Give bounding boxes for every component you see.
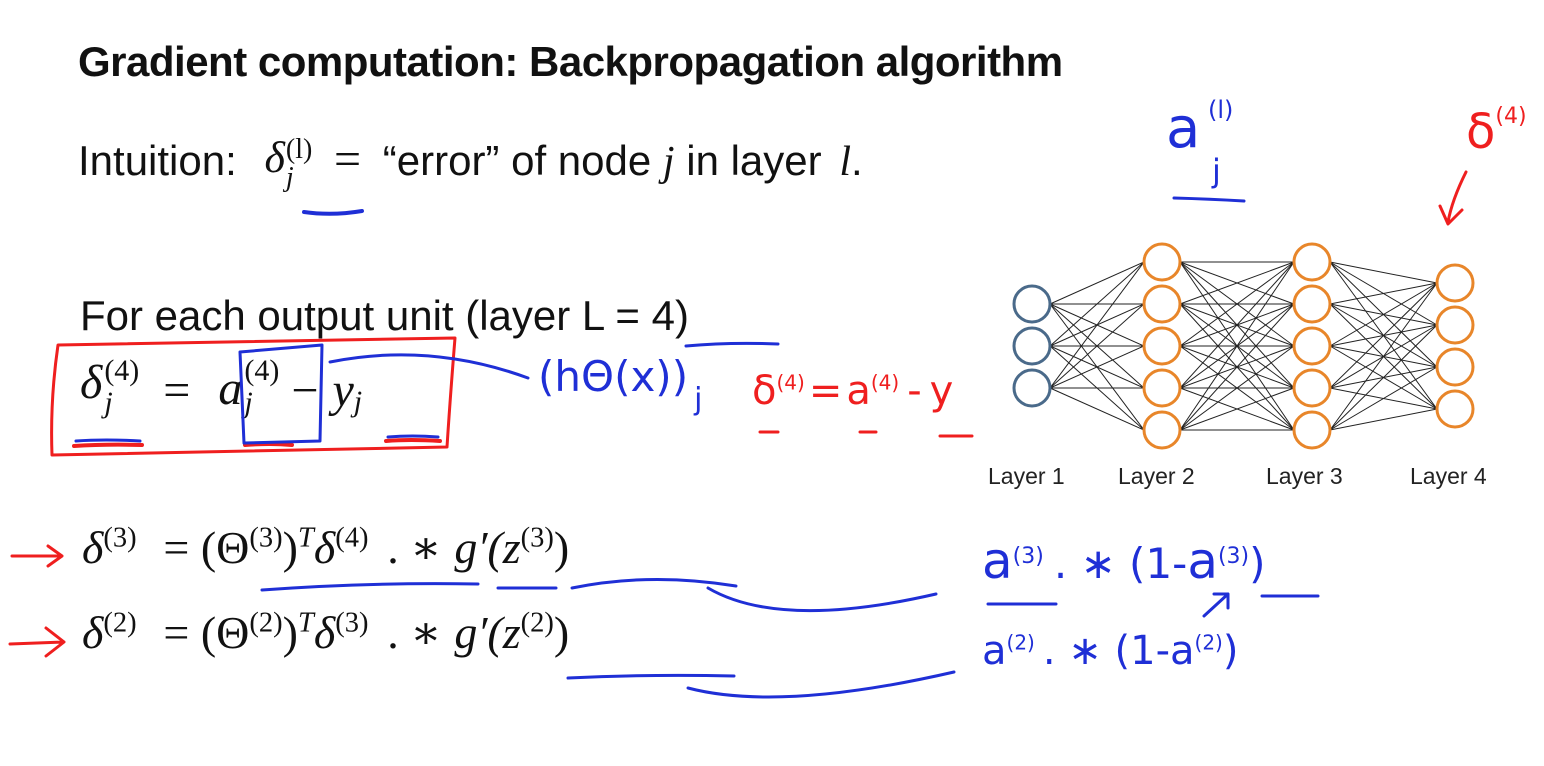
node-layer3-2 bbox=[1292, 284, 1332, 324]
node-layer1-1 bbox=[1012, 284, 1052, 324]
ink-underline-theta3 bbox=[260, 582, 480, 592]
layer-label-3: Layer 3 bbox=[1266, 463, 1343, 489]
node-layer3-4 bbox=[1292, 368, 1332, 408]
ink-curve-g2 bbox=[686, 670, 956, 699]
node-layer4-3 bbox=[1435, 347, 1475, 387]
ink-blue-box-a bbox=[238, 343, 324, 445]
edge-l2-4-3 bbox=[1179, 387, 1295, 431]
node-layer3-1 bbox=[1292, 242, 1332, 282]
edge-l3-4-1 bbox=[1329, 324, 1438, 431]
ink-underline-intuition bbox=[302, 209, 364, 216]
node-layer2-2 bbox=[1142, 284, 1182, 324]
ink-red-underline-1 bbox=[72, 442, 144, 448]
ink-red-box bbox=[50, 336, 457, 457]
node-layer4-2 bbox=[1435, 305, 1475, 345]
edge-l1-1-0 bbox=[1049, 261, 1145, 347]
ink-underline-g3 bbox=[570, 577, 738, 590]
edge-l3-0-0 bbox=[1329, 261, 1438, 284]
network-edges bbox=[1049, 261, 1438, 431]
ink-red-arrow-delta2 bbox=[8, 626, 66, 658]
edge-l2-1-0 bbox=[1179, 261, 1295, 305]
node-layer3-3 bbox=[1292, 326, 1332, 366]
network-nodes bbox=[1012, 242, 1475, 450]
ink-red-arrow bbox=[1438, 170, 1468, 226]
ink-h-theta: (hΘ(x))j bbox=[538, 352, 703, 417]
node-layer2-3 bbox=[1142, 326, 1182, 366]
intuition-line: Intuition: δ (l) j = “error” of node j i… bbox=[78, 132, 863, 193]
intuition-prefix: Intuition: bbox=[78, 137, 237, 184]
layer-label-2: Layer 2 bbox=[1118, 463, 1195, 489]
ink-underline-g2 bbox=[566, 673, 736, 680]
ink-red-underline-3 bbox=[384, 438, 442, 443]
edge-l1-0-0 bbox=[1049, 261, 1145, 305]
ink-up-arrow bbox=[1202, 592, 1230, 618]
ink-blue-underline-2 bbox=[386, 434, 440, 439]
edge-l1-2-2 bbox=[1049, 345, 1145, 389]
edge-l2-4-1 bbox=[1179, 303, 1295, 431]
edge-l1-2-0 bbox=[1049, 261, 1145, 389]
ink-deriv3: a(3). ∗ (1-a(3)) bbox=[982, 532, 1266, 590]
edge-l2-2-0 bbox=[1179, 261, 1295, 347]
edge-l1-2-1 bbox=[1049, 303, 1145, 389]
ink-red-equation: δ(4)=a(4)-y bbox=[752, 368, 954, 414]
ink-a-j-l: a (l) j bbox=[1166, 96, 1234, 190]
slide-title: Gradient computation: Backpropagation al… bbox=[78, 38, 1063, 85]
eq-delta2: δ(2) = (Θ(2))Tδ(3) . ∗ g′(z(2)) bbox=[82, 607, 570, 658]
ink-delta-4: δ(4) bbox=[1466, 104, 1527, 160]
ink-curve-g3 bbox=[706, 586, 938, 613]
eq-output-delta: δ (4) j = a (4) j − y j bbox=[80, 354, 363, 419]
ink-blue-underline-1 bbox=[74, 438, 142, 443]
node-layer2-4 bbox=[1142, 368, 1182, 408]
ink-red-underline-2 bbox=[243, 442, 294, 447]
edge-l3-4-3 bbox=[1329, 408, 1438, 431]
node-layer1-2 bbox=[1012, 326, 1052, 366]
edge-l2-3-0 bbox=[1179, 261, 1295, 389]
edge-l3-3-0 bbox=[1329, 282, 1438, 389]
node-layer3-5 bbox=[1292, 410, 1332, 450]
node-layer2-5 bbox=[1142, 410, 1182, 450]
node-layer4-4 bbox=[1435, 389, 1475, 429]
ink-red-arrow-delta3 bbox=[10, 544, 64, 568]
ink-deriv2: a(2). ∗ (1-a(2)) bbox=[982, 628, 1239, 674]
ink-blue-curve-h bbox=[328, 353, 530, 380]
ink-underline-L4 bbox=[684, 341, 780, 348]
node-layer2-1 bbox=[1142, 242, 1182, 282]
edge-l3-2-0 bbox=[1329, 282, 1438, 347]
edge-l2-4-2 bbox=[1179, 345, 1295, 431]
edge-l3-1-0 bbox=[1329, 282, 1438, 305]
eq-delta3: δ(3) = (Θ(3))Tδ(4) . ∗ g′(z(3)) bbox=[82, 522, 570, 573]
edge-l3-4-0 bbox=[1329, 282, 1438, 431]
node-layer4-1 bbox=[1435, 263, 1475, 303]
ink-underline-aj bbox=[1172, 196, 1246, 203]
output-unit-text: For each output unit (layer L = 4) bbox=[80, 292, 689, 339]
edge-l2-4-0 bbox=[1179, 261, 1295, 431]
layer-label-4: Layer 4 bbox=[1410, 463, 1487, 489]
edge-l1-2-4 bbox=[1049, 387, 1145, 431]
layer-label-1: Layer 1 bbox=[988, 463, 1065, 489]
edge-l3-4-2 bbox=[1329, 366, 1438, 431]
node-layer1-3 bbox=[1012, 368, 1052, 408]
delta-j-l-symbol: δ (l) j bbox=[264, 132, 313, 193]
